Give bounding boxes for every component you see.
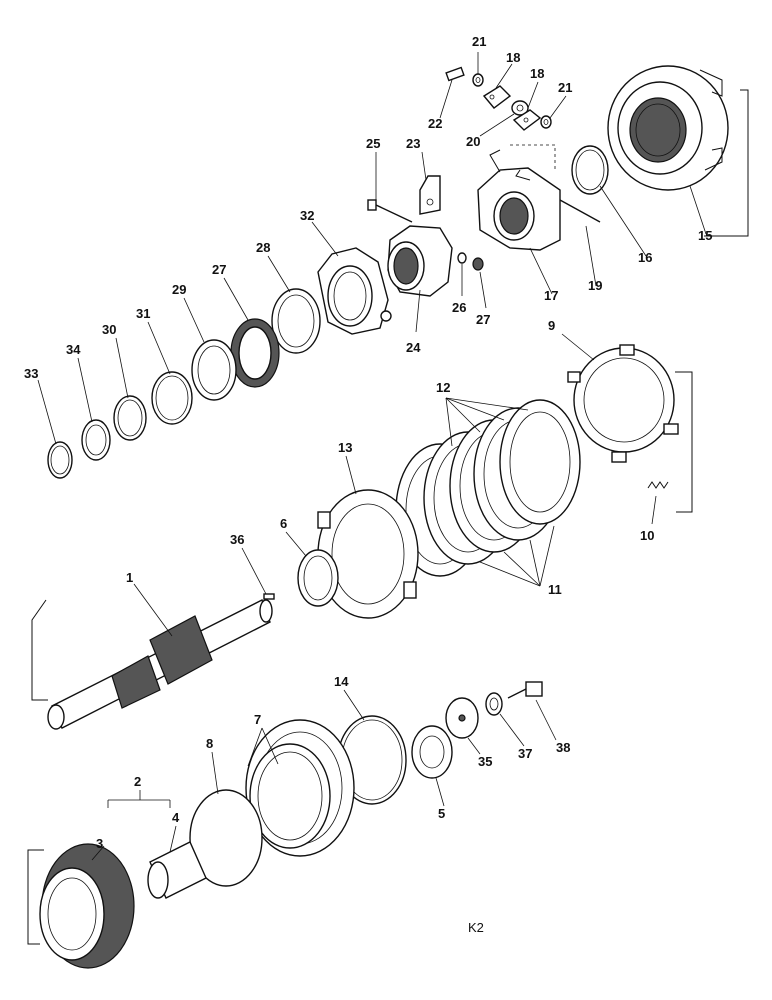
part-33-snap-ring [47, 441, 73, 479]
part-4-bushing [147, 841, 207, 899]
label-29-left: 29 [172, 282, 186, 297]
part-17-fork-housing [477, 149, 561, 251]
part-36-pin [263, 593, 275, 600]
part-16-snap-ring [571, 145, 609, 195]
label-1: 1 [126, 570, 133, 585]
label-21-top: 21 [472, 34, 486, 49]
leader-dashed [510, 144, 556, 172]
part-25-bolt [367, 199, 413, 223]
label-37: 37 [518, 746, 532, 761]
label-11: 11 [548, 582, 562, 597]
bracket-2 [27, 849, 44, 945]
part-34-washer [81, 419, 111, 461]
part-38-bolt [507, 681, 543, 699]
bracket-15 [704, 89, 749, 237]
part-21-washer-top [472, 73, 484, 87]
label-17: 17 [544, 288, 558, 303]
label-31: 31 [136, 306, 150, 321]
label-14: 14 [334, 674, 349, 689]
part-26-washer [457, 252, 467, 264]
bracket-9 [675, 371, 693, 513]
part-18-link-a [482, 85, 512, 109]
diagram-code: K2 [468, 920, 484, 935]
part-9-pressure-plate [567, 344, 679, 463]
label-9: 9 [548, 318, 555, 333]
label-5: 5 [438, 806, 445, 821]
label-2: 2 [134, 774, 141, 789]
label-10: 10 [640, 528, 654, 543]
part-32-bearing-carrier [317, 247, 392, 335]
part-22-pin [445, 66, 465, 82]
label-20: 20 [466, 134, 480, 149]
part-28-thrust-bearing [230, 318, 280, 388]
label-7: 7 [254, 712, 261, 727]
label-38: 38 [556, 740, 570, 755]
label-23: 23 [406, 136, 420, 151]
clutch-pack-plates [395, 399, 581, 577]
label-19: 19 [588, 278, 602, 293]
label-30: 30 [102, 322, 116, 337]
part-29-washer-left [191, 339, 237, 401]
part-24-bearing-block [387, 225, 453, 297]
part-10-spring [647, 481, 669, 489]
label-25: 25 [366, 136, 380, 151]
label-8: 8 [206, 736, 213, 751]
part-1-shaft [47, 599, 273, 730]
part-5-sleeve [411, 725, 453, 779]
label-13: 13 [338, 440, 352, 455]
part-23-clamp [419, 175, 441, 215]
label-27: 27 [476, 312, 490, 327]
label-6: 6 [280, 516, 287, 531]
label-33: 33 [24, 366, 38, 381]
label-32: 32 [300, 208, 314, 223]
label-34: 34 [66, 342, 81, 357]
part-13-backing-plate [317, 489, 419, 619]
label-26: 26 [452, 300, 466, 315]
part-7-piston [245, 719, 355, 857]
label-29-right: 28 [256, 240, 270, 255]
part-3-gear-hub [39, 843, 135, 969]
part-19-pin [559, 199, 601, 223]
part-21-washer-right [540, 115, 552, 129]
label-35: 35 [478, 754, 492, 769]
label-3: 3 [96, 836, 103, 851]
part-15-drum [607, 65, 729, 191]
part-37-washer [485, 692, 503, 716]
part-31-snap-ring [151, 371, 193, 425]
label-21-right: 21 [558, 80, 572, 95]
label-4: 4 [172, 810, 180, 825]
label-15: 15 [698, 228, 712, 243]
label-28: 27 [212, 262, 226, 277]
part-labels: 21 18 18 21 22 20 25 23 15 16 19 17 32 2… [24, 34, 712, 935]
part-8-o-ring [189, 789, 263, 887]
part-29-washer-right [271, 288, 321, 354]
part-18-link-b [512, 109, 542, 131]
label-22: 22 [428, 116, 442, 131]
leader-lines [37, 52, 707, 861]
part-30-ring [113, 395, 147, 441]
label-12: 12 [436, 380, 450, 395]
label-36: 36 [230, 532, 244, 547]
label-16: 16 [638, 250, 652, 265]
part-6-ring [297, 549, 339, 607]
label-18-b: 18 [530, 66, 544, 81]
part-35-disc [445, 697, 479, 739]
part-27-nut [472, 257, 484, 271]
bracket-1 [31, 599, 48, 701]
label-18-a: 18 [506, 50, 520, 65]
label-24: 24 [406, 340, 421, 355]
